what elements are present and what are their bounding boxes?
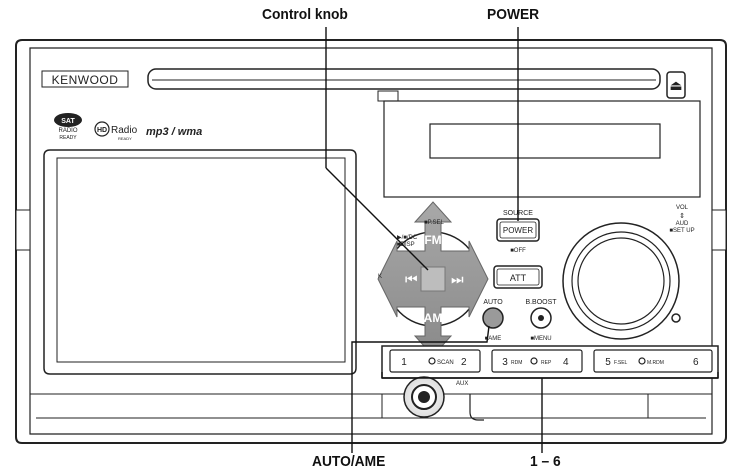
svg-text:SCAN: SCAN	[437, 360, 454, 366]
att-button[interactable]: ATT	[493, 265, 543, 289]
auto-button[interactable]	[482, 307, 504, 329]
control-knob[interactable]: FM AM ⏮ ⏭	[377, 201, 489, 357]
off-label: ■OFF	[510, 248, 526, 254]
svg-text:POWER: POWER	[503, 226, 533, 235]
svg-text:HD: HD	[97, 127, 107, 134]
fast-forward-icon: ⏭	[451, 272, 464, 288]
hd-radio-logo: HD Radio READY	[94, 121, 138, 141]
svg-text:4: 4	[563, 357, 569, 368]
aux-door-notch	[469, 394, 484, 421]
display-window	[429, 123, 661, 159]
svg-text:RADIO: RADIO	[58, 128, 77, 134]
power-button[interactable]: POWER	[496, 218, 540, 242]
auto-label: AUTO	[483, 299, 503, 306]
preset-button-1-2[interactable]: 1 SCAN 2	[389, 349, 481, 373]
push-icon: ⇕	[679, 212, 685, 220]
volume-knob[interactable]	[562, 222, 680, 340]
vol-label: VOL	[676, 205, 689, 211]
svg-text:5: 5	[605, 357, 611, 368]
disp-label: ■DISP	[397, 242, 415, 248]
am-label: AM	[424, 311, 443, 325]
power-callout: POWER	[487, 6, 540, 23]
aux-jack[interactable]	[403, 376, 445, 418]
svg-text:1: 1	[401, 357, 407, 368]
bboost-label: B.BOOST	[525, 299, 557, 306]
slot-tab	[377, 90, 399, 102]
svg-text:2: 2	[461, 357, 467, 368]
lcd-screen	[43, 149, 357, 375]
svg-text:F.SEL: F.SEL	[614, 360, 628, 366]
sat-radio-logo: SAT RADIO READY	[54, 113, 82, 141]
preset-button-3-4[interactable]: 3 RDM REP 4	[491, 349, 583, 373]
svg-text:ATT: ATT	[510, 273, 527, 283]
ptsel-label: ■P.SEL	[424, 220, 445, 226]
svg-text:6: 6	[693, 357, 699, 368]
callout-leader-lines	[325, 27, 719, 453]
rewind-icon: ⏮	[405, 272, 418, 288]
control-knob-callout: Control knob	[262, 6, 348, 23]
eject-icon: ⏏	[669, 77, 682, 93]
aux-label: AUX	[456, 381, 468, 387]
play-pause-label: ▶/■/DC	[397, 235, 418, 241]
svg-text:M.RDM: M.RDM	[647, 360, 664, 366]
svg-text:REP: REP	[541, 360, 552, 366]
presets-callout: 1 – 6	[530, 453, 561, 470]
menu-label: ■MENU	[530, 336, 551, 342]
svg-text:SAT: SAT	[61, 118, 75, 125]
k-mark: K	[378, 274, 382, 280]
bboost-button[interactable]	[530, 307, 552, 329]
eject-button[interactable]: ⏏	[666, 71, 686, 99]
svg-text:RDM: RDM	[511, 360, 522, 366]
ir-sensor	[671, 313, 681, 323]
svg-text:KENWOOD: KENWOOD	[52, 73, 119, 87]
svg-text:3: 3	[502, 357, 508, 368]
svg-text:Radio: Radio	[111, 125, 138, 136]
format-logo: mp3 / wma	[146, 126, 202, 138]
fm-label: FM	[424, 233, 441, 247]
ame-label: ■AME	[485, 336, 502, 342]
aud-label: AUD	[676, 221, 689, 227]
kenwood-logo: KENWOOD	[41, 70, 129, 88]
svg-text:READY: READY	[59, 135, 77, 141]
auto-ame-callout: AUTO/AME	[312, 453, 386, 470]
setup-label: ■SET UP	[669, 228, 694, 234]
svg-text:READY: READY	[118, 136, 132, 141]
preset-button-5-6[interactable]: 5 F.SEL M.RDM 6	[593, 349, 713, 373]
cd-slot[interactable]	[147, 68, 661, 90]
